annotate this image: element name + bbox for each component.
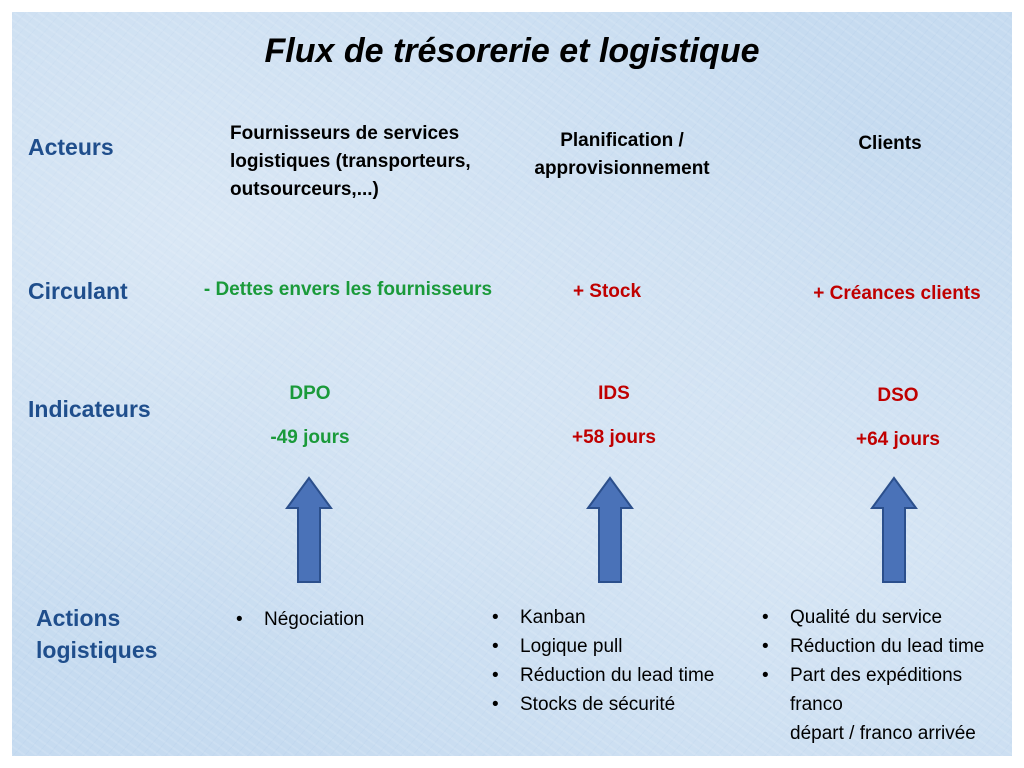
list-item-text: Réduction du lead time [520,665,715,686]
row-label-acteurs: Acteurs [28,134,114,160]
circulant-creances: + Créances clients [813,283,981,304]
valeur-dpo: -49 jours [270,427,350,448]
row-label-circulant: Circulant [28,278,128,304]
list-item-text: Part des expéditions franco [790,665,963,715]
list-item: • Part des expéditions franco [762,661,1012,719]
actions-list-fournisseurs: • Négociation [236,605,436,634]
list-item-text: Kanban [520,607,586,628]
row-label-actions-line2: logistiques [36,637,158,663]
bullet: • [762,607,769,628]
list-item-text: Stocks de sécurité [520,694,676,715]
actions-list-planification: • Kanban • Logique pull • Réduction du lead… [492,603,752,719]
bullet: • [762,665,769,686]
acteur-line: Clients [858,133,922,154]
acteur-line: outsourceurs,...) [230,179,379,200]
list-item: • Kanban [492,603,752,632]
circulant-stock: + Stock [572,281,642,302]
acteur-line: Fournisseurs de services [230,123,460,144]
bullet: • [492,636,499,657]
acteur-line: approvisionnement [534,158,710,179]
list-item: • Réduction du lead time [762,632,1012,661]
list-item: • Négociation [236,605,436,634]
list-item: • Stocks de sécurité [492,690,752,719]
list-item: départ / franco arrivée [762,719,1012,748]
acteur-clients: Clients [800,130,980,158]
row-label-indicateurs: Indicateurs [28,396,151,422]
bullet: • [762,636,769,657]
acteur-planification: Planification / approvisionnement [512,127,732,183]
list-item: • Réduction du lead time [492,661,752,690]
acteur-line: Planification / [560,130,684,151]
actions-list-clients: • Qualité du service • Réduction du lead t… [762,603,1012,748]
list-item-text: Logique pull [520,636,623,657]
row-label-actions-line1: Actions [36,605,121,631]
list-item-text: Négociation [264,609,365,630]
slide: Flux de trésorerie et logistique Acteurs… [12,12,1012,756]
row-label-actions: Actions logistiques [36,602,157,666]
acteur-line: logistiques (transporteurs, [230,151,471,172]
list-item-text: départ / franco arrivée [790,723,976,744]
valeur-ids: +58 jours [572,427,656,448]
indicateur-dpo: DPO [289,383,331,404]
up-arrow-icon [586,476,634,583]
valeur-dso: +64 jours [856,429,940,450]
bullet: • [492,607,499,628]
list-item: • Logique pull [492,632,752,661]
list-item-text: Réduction du lead time [790,636,985,657]
acteur-fournisseurs: Fournisseurs de services logistiques (tr… [230,120,520,204]
up-arrow-icon [285,476,333,583]
bullet: • [492,694,499,715]
list-item-text: Qualité du service [790,607,943,628]
circulant-dettes: - Dettes envers les fournisseurs [203,279,493,300]
bullet: • [492,665,499,686]
slide-title: Flux de trésorerie et logistique [264,32,760,70]
up-arrow-icon [870,476,918,583]
list-item: • Qualité du service [762,603,1012,632]
bullet: • [236,609,243,630]
indicateur-ids: IDS [598,383,630,404]
indicateur-dso: DSO [877,385,919,406]
